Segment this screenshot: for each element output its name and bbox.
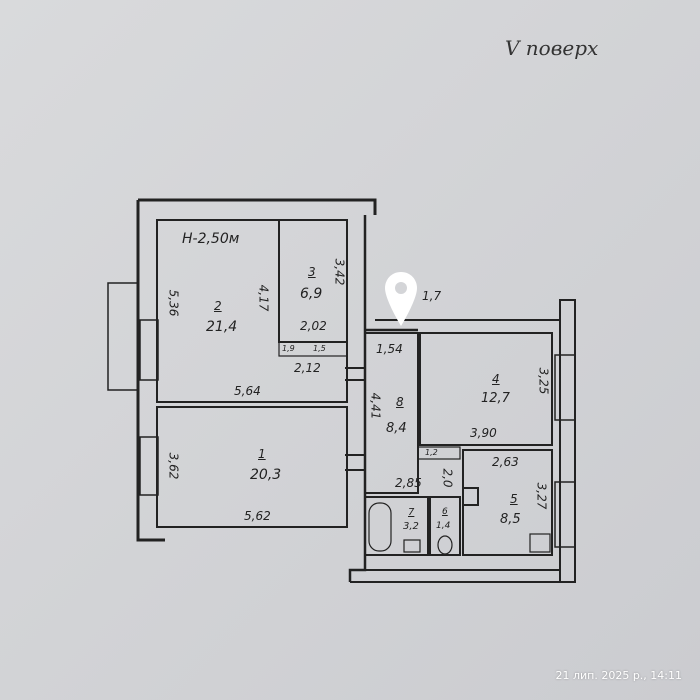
entrance-dim: 1,7 (422, 289, 442, 303)
room-8-area: 8,4 (386, 421, 407, 436)
room-5-area: 8,5 (500, 512, 521, 527)
room-7-area: 3,2 (403, 521, 419, 532)
room-3-depth: 3,42 (332, 258, 347, 286)
room-5-outline (462, 449, 553, 556)
room-8-side: 2,0 (440, 468, 455, 488)
room-2-width: 5,64 (234, 384, 261, 398)
room-1-depth: 3,62 (166, 452, 181, 480)
floor-note: V поверх (505, 36, 599, 60)
room-7-number: 7 (408, 507, 415, 518)
room-4-outline (419, 332, 553, 446)
room-1-width: 5,62 (244, 509, 271, 523)
photo-timestamp: 21 лип. 2025 р., 14:11 (555, 669, 682, 682)
room-3-closet-width: 2,12 (294, 361, 321, 375)
room-4-width: 3,90 (470, 426, 497, 440)
room-1-number: 1 (258, 447, 266, 461)
room-4-area: 12,7 (481, 391, 510, 406)
closet-3: 1,2 (425, 448, 438, 457)
room-3-number: 3 (308, 265, 316, 279)
room-2-depth: 5,36 (166, 289, 181, 317)
room-2-area: 21,4 (206, 319, 238, 335)
room-2-inner-dim: 4,17 (256, 284, 271, 312)
closet-1: 1,9 (282, 344, 295, 353)
closet-2: 1,5 (313, 344, 326, 353)
room-8-outline (364, 332, 419, 494)
room-8-depth: 4,41 (368, 392, 383, 420)
location-pin-icon (384, 270, 418, 332)
ceiling-height-note: H-2,50м (182, 231, 240, 247)
room-2-number: 2 (214, 299, 222, 313)
room-5-number: 5 (510, 492, 518, 506)
room-4-number: 4 (492, 372, 500, 386)
room-8-number: 8 (396, 395, 404, 409)
room-1-outline (156, 406, 348, 528)
room-6-number: 6 (442, 507, 448, 517)
room-4-depth: 3,25 (536, 367, 551, 395)
room-5-width: 2,63 (492, 455, 519, 469)
room-8-top: 1,54 (376, 342, 403, 356)
room-8-width: 2,85 (395, 476, 422, 490)
room-1-area: 20,3 (250, 467, 282, 483)
room-5-depth: 3,27 (534, 482, 549, 510)
room-3-area: 6,9 (300, 286, 323, 302)
room-7-outline (364, 496, 429, 556)
room-6-outline (429, 496, 461, 556)
room-6-area: 1,4 (436, 521, 451, 531)
room-3-width: 2,02 (300, 319, 327, 333)
